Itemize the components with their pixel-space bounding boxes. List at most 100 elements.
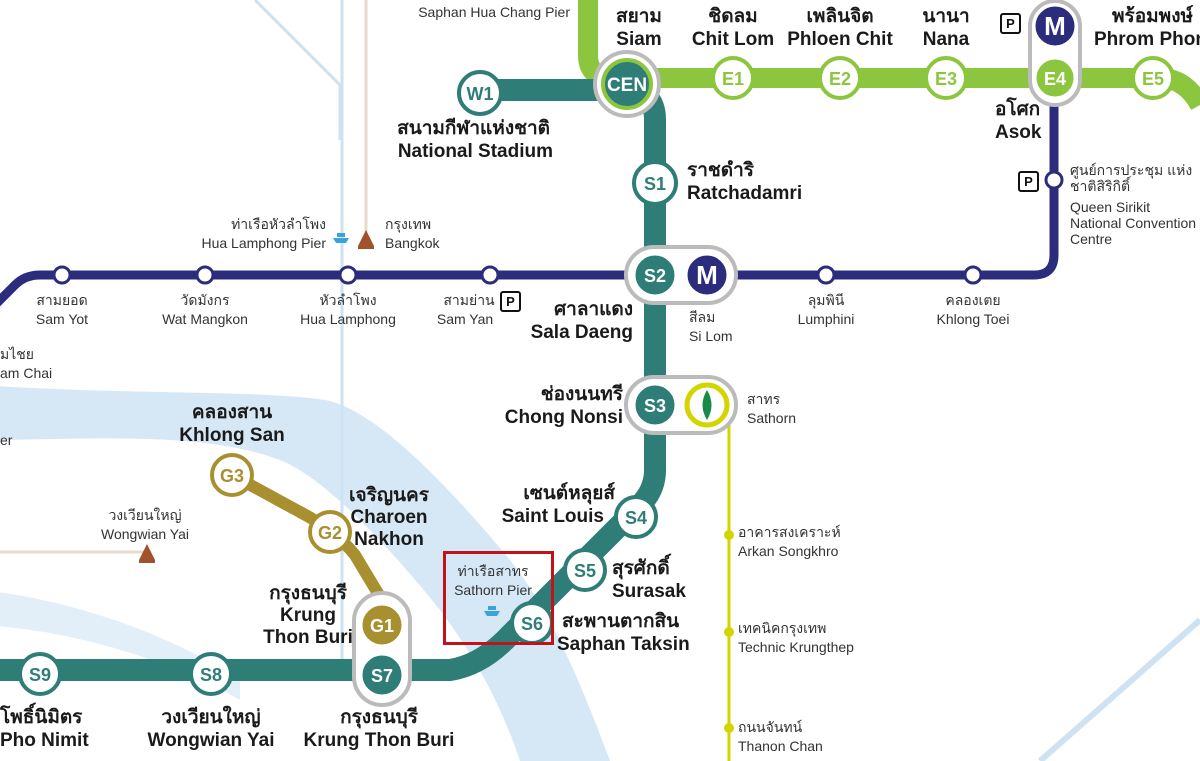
label-s2-en: Sala Daeng xyxy=(530,322,633,343)
label-hua-lamphong-th: หัวลำโพง xyxy=(319,292,377,308)
label-arkan-en: Arkan Songkhro xyxy=(738,543,839,559)
station-code: E4 xyxy=(1044,69,1066,89)
station-code: E3 xyxy=(935,69,957,89)
label-bangkok-th: กรุงเทพ xyxy=(385,216,432,232)
mrt-logo-icon xyxy=(684,252,730,298)
map-road xyxy=(253,0,342,140)
station-dot[interactable] xyxy=(195,265,215,285)
station-g1[interactable] xyxy=(359,602,405,648)
railway-station-icon xyxy=(358,230,374,249)
label-bangkok-en: Bangkok xyxy=(385,235,440,251)
label-g1-en: Krung Thon Buri xyxy=(263,604,353,648)
station-dot[interactable] xyxy=(724,627,734,637)
sukhumvit-line xyxy=(578,0,1200,111)
label-sam-yot-en: Sam Yot xyxy=(35,311,89,327)
station-code: G2 xyxy=(318,523,342,543)
station-s1[interactable] xyxy=(632,160,678,206)
label-sam-yan-en: Sam Yan xyxy=(436,311,494,327)
label-g1-th: กรุงธนบุรี xyxy=(269,583,347,604)
station-s7[interactable] xyxy=(359,652,405,698)
label-e5-th: พร้อมพงษ์ xyxy=(1112,6,1193,27)
label-hua-lamphong-pier-th: ท่าเรือหัวลำโพง xyxy=(231,216,326,232)
label-s3-th: ช่องนนทรี xyxy=(540,384,623,405)
label-s2-th: ศาลาแดง xyxy=(554,299,633,320)
river-bend xyxy=(0,592,240,700)
station-dot[interactable] xyxy=(963,265,983,285)
station-dot[interactable] xyxy=(724,530,734,540)
station-g2[interactable] xyxy=(308,510,352,554)
label-s9-th: โพธิ์นิมิตร xyxy=(0,707,83,728)
station-e3[interactable] xyxy=(924,56,968,100)
parking-icon: P xyxy=(1000,13,1021,34)
station-s8[interactable] xyxy=(189,652,233,696)
label-w1-th: สนามกีฬาแห่งชาติ xyxy=(397,118,550,139)
label-arkan-th: อาคารสงเคราะห์ xyxy=(738,524,841,540)
srt-logo-mark xyxy=(702,390,712,420)
label-s6-th: สะพานตากสิน xyxy=(562,611,680,632)
railway-station-icon xyxy=(139,544,155,563)
label-e2-th: เพลินจิต xyxy=(806,6,874,27)
station-code: G3 xyxy=(220,466,244,486)
label-sathorn-th: สาทร xyxy=(747,391,781,407)
label-sam-chai-en: am Chai xyxy=(0,365,53,381)
station-e1[interactable] xyxy=(711,56,755,100)
station-code: E5 xyxy=(1142,69,1164,89)
river xyxy=(0,386,610,761)
station-dot[interactable] xyxy=(52,265,72,285)
mrt-logo-text: M xyxy=(1044,11,1066,41)
label-khlong-toei-en: Khlong Toei xyxy=(936,311,1010,327)
label-g1: กรุงธนบุรี Krung Thon Buri xyxy=(258,583,358,649)
station-dot[interactable] xyxy=(724,723,734,733)
station-code: S4 xyxy=(625,508,647,528)
label-s5-th: สุรศักดิ์ xyxy=(612,558,670,579)
label-sathorn-pier-th: ท่าเรือสาทร xyxy=(457,563,529,579)
station-e4[interactable] xyxy=(1033,56,1077,100)
station-s9[interactable] xyxy=(18,652,62,696)
label-s7-th: กรุงธนบุรี xyxy=(340,707,418,728)
label-lumphini-th: ลุมพินี xyxy=(807,292,845,308)
label-khlong-toei-th: คลองเตย xyxy=(945,292,1001,308)
label-s8-th: วงเวียนใหญ่ xyxy=(161,707,261,728)
label-si-lom-en: Si Lom xyxy=(689,328,733,344)
label-e5-en: Phrom Phong xyxy=(1094,29,1200,50)
station-cen[interactable] xyxy=(601,58,653,110)
station-e2[interactable] xyxy=(818,56,862,100)
map-road xyxy=(1038,617,1200,761)
station-code: S6 xyxy=(521,614,543,634)
station-code: S3 xyxy=(644,396,666,416)
label-technic-en: Technic Krungthep xyxy=(738,639,854,655)
label-g2-en: Charoen Nakhon xyxy=(350,506,428,550)
station-s5[interactable] xyxy=(563,548,607,592)
label-edge-left: er xyxy=(0,432,13,448)
station-dot[interactable] xyxy=(480,265,500,285)
label-e2-en: Phloen Chit xyxy=(787,29,893,50)
label-wat-mangkon-en: Wat Mangkon xyxy=(162,311,248,327)
label-qsncc-en: Queen Sirikit National Convention Centre xyxy=(1070,199,1197,248)
station-g3[interactable] xyxy=(210,453,254,497)
station-s4[interactable] xyxy=(614,495,658,539)
station-code: S5 xyxy=(574,561,596,581)
label-qsncc-th: ศูนย์การประชุม แห่งชาติสิริกิติ์ xyxy=(1070,162,1193,195)
station-s2[interactable] xyxy=(632,252,678,298)
station-code: G1 xyxy=(370,616,394,636)
label-w1-en: National Stadium xyxy=(397,141,553,162)
label-cen-en: Siam xyxy=(616,29,662,50)
station-dot[interactable] xyxy=(338,265,358,285)
station-dot[interactable] xyxy=(816,265,836,285)
station-w1[interactable] xyxy=(457,70,503,116)
label-s9-en: Pho Nimit xyxy=(0,730,89,751)
label-wongwian-yai-rail-en: Wongwian Yai xyxy=(101,526,189,542)
mrt-logo-text: M xyxy=(696,260,718,290)
station-dot[interactable] xyxy=(1044,170,1064,190)
station-code: S2 xyxy=(644,266,666,286)
label-s4-th: เซนต์หลุยส์ xyxy=(523,483,615,504)
boat-pier-icon xyxy=(484,606,500,616)
label-e4-en: Asok xyxy=(995,122,1042,143)
label-s5-en: Surasak xyxy=(612,581,686,602)
station-code: S8 xyxy=(200,665,222,685)
label-s6-en: Saphan Taksin xyxy=(557,634,690,655)
station-s3[interactable] xyxy=(632,382,678,428)
label-sathorn-en: Sathorn xyxy=(747,410,797,426)
station-e5[interactable] xyxy=(1131,56,1175,100)
